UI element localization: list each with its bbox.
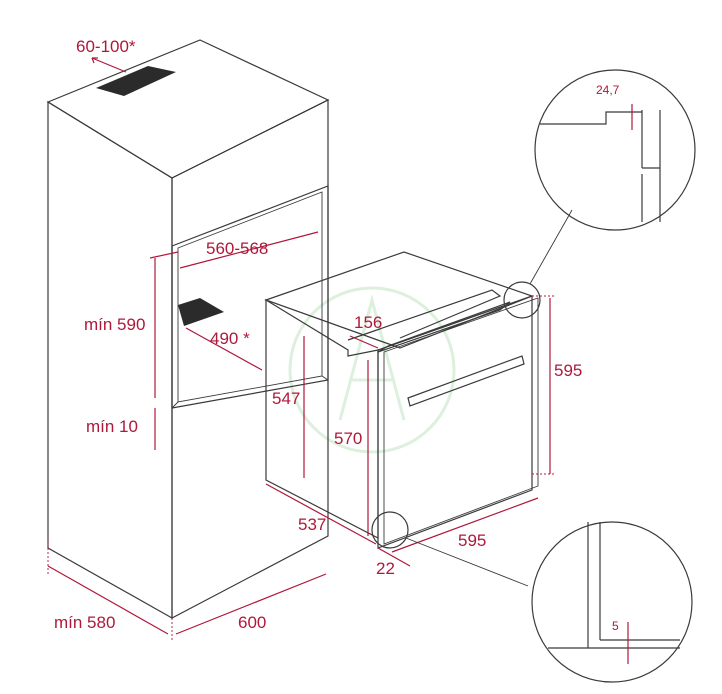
label-niche-bottom: mín 10 <box>86 417 138 436</box>
label-oven-bottom-offset: 22 <box>376 559 395 578</box>
dimension-lines <box>47 57 556 640</box>
top-vent-slot <box>96 66 176 96</box>
label-vent-gap: 60-100* <box>76 37 136 56</box>
label-detail-bottom: 5 <box>612 619 619 633</box>
watermark-logo <box>288 286 456 454</box>
label-oven-depth: 537 <box>298 515 326 534</box>
label-oven-total-height: 595 <box>554 361 582 380</box>
niche-vent-slot <box>178 298 224 326</box>
label-detail-top: 24,7 <box>596 83 620 97</box>
label-cabinet-width: 600 <box>238 613 266 632</box>
label-oven-top-depth: 156 <box>354 313 382 332</box>
label-niche-depth: 490 * <box>210 329 250 348</box>
label-niche-width: 560-568 <box>206 239 268 258</box>
label-niche-height: mín 590 <box>84 315 145 334</box>
label-oven-width: 595 <box>458 531 486 550</box>
oven-outline <box>264 251 539 549</box>
label-cabinet-depth: mín 580 <box>54 613 115 632</box>
label-oven-body-height: 547 <box>272 389 300 408</box>
detail-callouts <box>371 69 696 683</box>
label-oven-front-height: 570 <box>334 429 362 448</box>
